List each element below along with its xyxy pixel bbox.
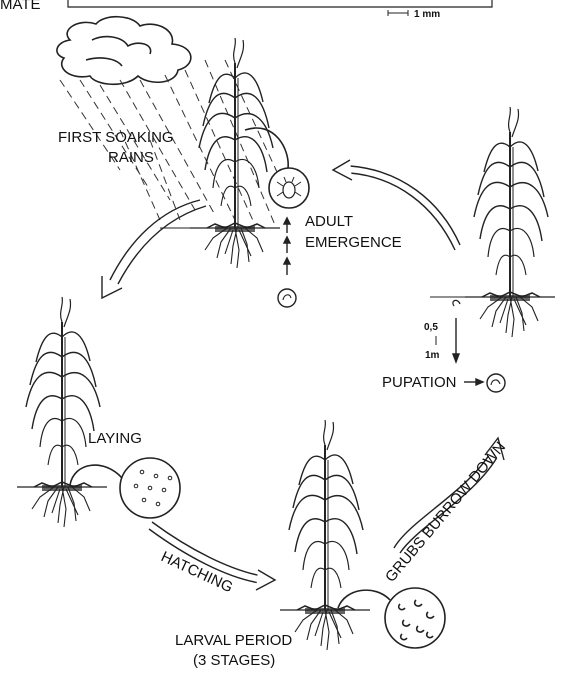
connector-line bbox=[245, 128, 288, 168]
label-adult-emergence-1: ADULT bbox=[305, 213, 353, 230]
label-adult-emergence-2: EMERGENCE bbox=[305, 234, 402, 251]
depth-bottom-label: 1m bbox=[425, 350, 440, 361]
maize-plant-icon bbox=[17, 297, 107, 527]
maize-plant-icon bbox=[280, 420, 370, 650]
cloud-icon bbox=[57, 17, 191, 85]
maize-plant-icon bbox=[465, 107, 555, 337]
label-larval-period-1: LARVAL PERIOD bbox=[175, 632, 292, 649]
depth-top-label: 0,5 bbox=[424, 322, 438, 333]
connector-line bbox=[338, 590, 390, 608]
pupa-icon bbox=[278, 289, 296, 307]
connector-line bbox=[70, 465, 122, 485]
eggs-icon bbox=[120, 458, 180, 518]
grubs-icon bbox=[385, 588, 445, 648]
label-laying: LAYING bbox=[88, 430, 142, 447]
scale-bar-label: 1 mm bbox=[414, 9, 440, 20]
adult-beetle-icon bbox=[269, 168, 309, 208]
pupation-arrow bbox=[464, 379, 483, 385]
header-partial-word: MATE bbox=[0, 0, 41, 13]
maize-plant-icon bbox=[190, 38, 280, 268]
header-box-edge bbox=[68, 0, 492, 7]
label-first-soaking-rains-1: FIRST SOAKING bbox=[58, 129, 174, 146]
scale-bar: 1 mm bbox=[388, 9, 440, 20]
label-grubs-burrow-down: GRUBS BURROW DOWN bbox=[382, 439, 509, 586]
emergence-arrows bbox=[284, 218, 290, 275]
label-pupation: PUPATION bbox=[382, 374, 456, 391]
pupa-icon bbox=[487, 374, 505, 392]
label-larval-period-2: (3 STAGES) bbox=[193, 652, 275, 669]
pupa-icon bbox=[453, 300, 460, 306]
label-first-soaking-rains-2: RAINS bbox=[108, 149, 154, 166]
